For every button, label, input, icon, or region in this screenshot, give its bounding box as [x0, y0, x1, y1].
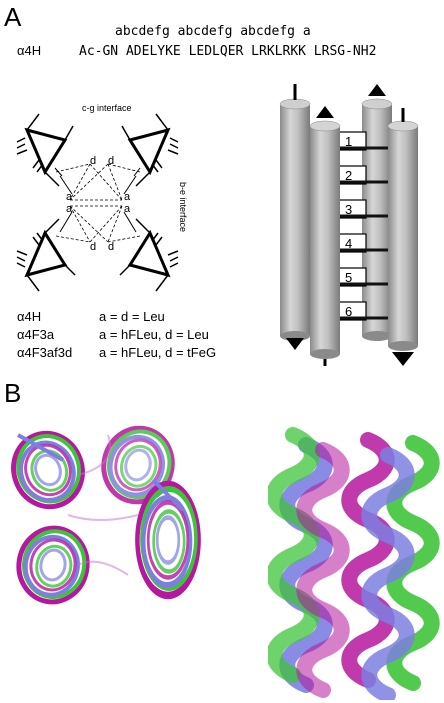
- core-label-a2: a: [124, 191, 131, 203]
- core-label-a1: a: [66, 191, 73, 203]
- variant-desc-2: a = hFLeu, d = Leu: [99, 327, 209, 342]
- variant-name-2: α4F3a: [17, 327, 55, 342]
- core-label-d1: d: [90, 155, 96, 167]
- helix-wheel-top-left: [16, 113, 74, 187]
- peptide-name: α4H: [17, 43, 42, 58]
- front-helix-right: [387, 108, 419, 366]
- back-helix-right: [361, 84, 393, 341]
- arrow-down-icon: [286, 338, 304, 350]
- helix-wheel-bottom-left: [16, 218, 76, 292]
- core-label-d2: d: [108, 155, 114, 167]
- helix-bottom-left: [13, 523, 93, 608]
- helical-wheel-diagram: c-g interface b-e interface: [16, 103, 188, 292]
- heptad-positions: abcdefg abcdefg abcdefg a: [115, 24, 311, 39]
- peptide-sequence: Ac-GN ADELYKE LEDLQER LRKLRKK LRSG-NH2: [79, 44, 377, 59]
- variant-name-1: α4H: [17, 309, 42, 324]
- core-label-d4: d: [108, 241, 114, 253]
- core-label-a4: a: [124, 203, 131, 215]
- helix-wheel-top-right: [121, 113, 179, 187]
- helix-bundle-cylinders: 1 2 3 4 5 6: [279, 84, 419, 366]
- arrow-up-icon: [316, 106, 334, 118]
- variant-name-3: α4F3af3d: [17, 345, 73, 360]
- cg-interface-label: c-g interface: [82, 103, 132, 113]
- core-label-d3: d: [90, 241, 96, 253]
- layer-2: 2: [345, 168, 352, 183]
- core-label-a3: a: [66, 203, 73, 215]
- back-helix-left: [279, 84, 311, 341]
- variant-desc-3: a = hFLeu, d = tFeG: [99, 345, 217, 360]
- panel-b-label: B: [4, 378, 22, 408]
- helix-wheel-bottom-right: [119, 218, 179, 292]
- variant-desc-1: a = d = Leu: [99, 309, 165, 324]
- layer-5: 5: [345, 270, 352, 285]
- be-interface-label: b-e interface: [178, 182, 188, 232]
- arrow-up-icon: [368, 84, 386, 96]
- layer-3: 3: [345, 202, 352, 217]
- arrow-down-icon: [392, 352, 414, 366]
- front-helix-left: [309, 106, 341, 366]
- panel-a-label: A: [4, 2, 22, 32]
- structure-top-view: [8, 425, 218, 625]
- helix-bottom-right: [137, 485, 198, 596]
- layer-6: 6: [345, 304, 352, 319]
- layer-4: 4: [345, 236, 352, 251]
- layer-1: 1: [345, 134, 352, 149]
- ribbon-magenta: [349, 440, 387, 680]
- structure-side-view: [268, 425, 443, 700]
